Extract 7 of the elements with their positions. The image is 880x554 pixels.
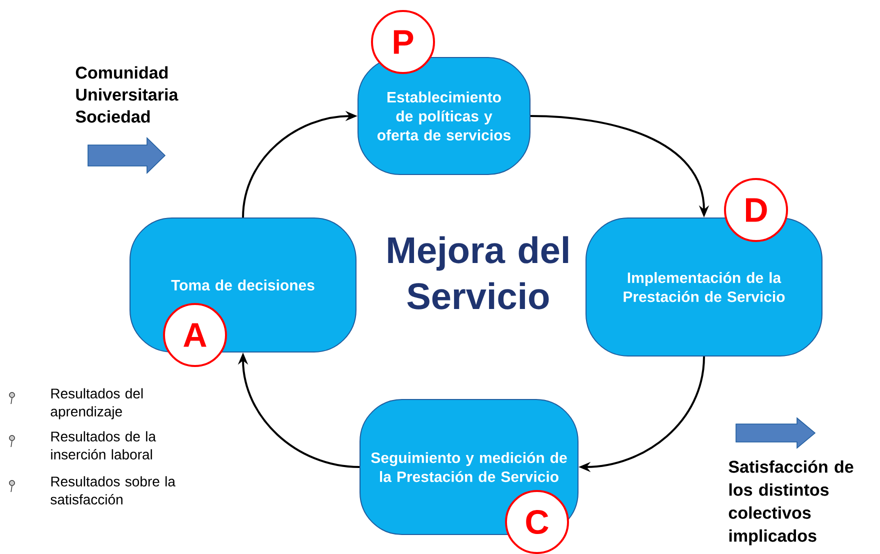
note-text: Satisfacción de los distintos colectivos implicados [728,460,854,546]
center-title: Mejora del Servicio [388,236,568,310]
bullet-text: Resultados del aprendizaje [50,388,143,420]
bullet-text: Resultados de la inserción laboral [51,431,156,460]
process-box: Establecimiento de políticas y oferta de servicios [358,57,530,175]
bullet-text: Resultados sobre la satisfacción [50,476,176,504]
note-text: Comunidad Universitaria Sociedad [76,66,178,123]
